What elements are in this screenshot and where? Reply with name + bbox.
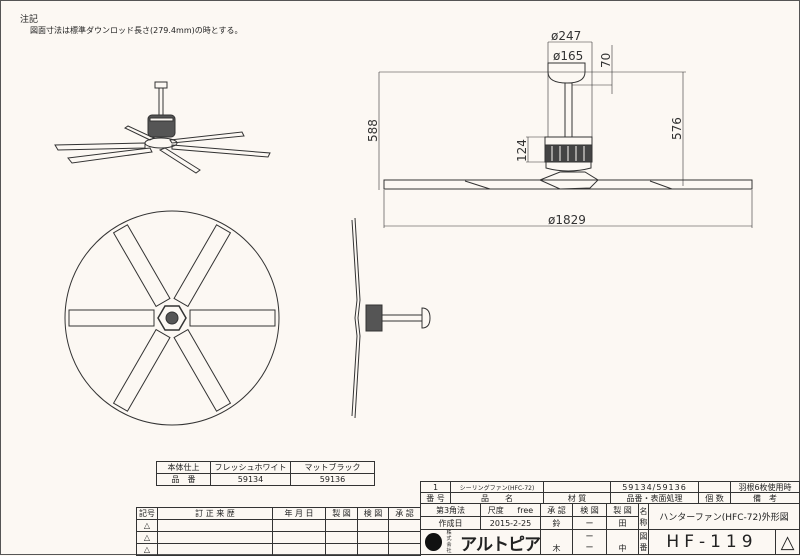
rev-cell [272, 543, 326, 556]
approved-by-1: 鈴 [540, 516, 573, 530]
checked-by-cell: ー ー [572, 529, 607, 555]
logo-mark-icon [425, 533, 443, 551]
spec-part-white: 59134 [210, 473, 291, 486]
company-name: アルトピア [460, 534, 540, 555]
company-logo: 株式会社 アルトピア [420, 529, 541, 555]
checked-by-2: ー [585, 532, 594, 541]
rev-cell [157, 543, 273, 556]
drawn-label: 製 図 [606, 503, 639, 517]
plan-view [64, 210, 280, 426]
drawing-number: HF-119 [648, 529, 776, 555]
checked-label: 検 図 [572, 503, 607, 517]
rev-cell [325, 543, 358, 556]
dim-motor-height: 124 [515, 139, 529, 162]
front-view [378, 41, 753, 228]
notes-line: 図面寸法は標準ダウンロッド長さ(279.4mm)の時とする。 [30, 26, 243, 35]
created-label: 作成日 [420, 516, 481, 530]
isometric-fan-view [54, 81, 271, 174]
checked-by-1: ー [572, 516, 607, 530]
rev-cell [388, 543, 421, 556]
dim-canopy-inner-diameter: ø165 [553, 49, 583, 63]
dim-blade-span: ø1829 [548, 213, 586, 227]
drawn-by-2: 中 [606, 529, 639, 555]
approved-label: 承 認 [540, 503, 573, 517]
dim-blade-height: 576 [670, 117, 684, 140]
revision-mark: △ [775, 529, 800, 555]
created-date: 2015-2-25 [480, 516, 541, 530]
drawing-name: ハンターファン(HFC-72)外形図 [648, 503, 800, 530]
spec-part-black: 59136 [290, 473, 375, 486]
company-prefix: 株式会社 [446, 530, 452, 554]
rev-row-mark: △ [136, 543, 158, 556]
rev-cell [357, 543, 389, 556]
projection-method: 第3角法 [420, 503, 481, 517]
spec-row-label: 品 番 [156, 473, 211, 486]
scale-cell: 尺度 free [480, 503, 541, 517]
dim-total-height: 588 [366, 119, 380, 142]
drawn-by-1: 田 [606, 516, 639, 530]
approved-by-2: 木 [540, 529, 573, 555]
dim-canopy-height: 70 [599, 53, 613, 68]
side-view [351, 217, 431, 419]
dim-canopy-diameter: ø247 [551, 29, 581, 43]
notes-heading: 注記 [20, 15, 39, 25]
scale-label: 尺度 [487, 505, 504, 515]
scale-value: free [517, 505, 534, 515]
checked-by-3: ー [585, 543, 594, 552]
